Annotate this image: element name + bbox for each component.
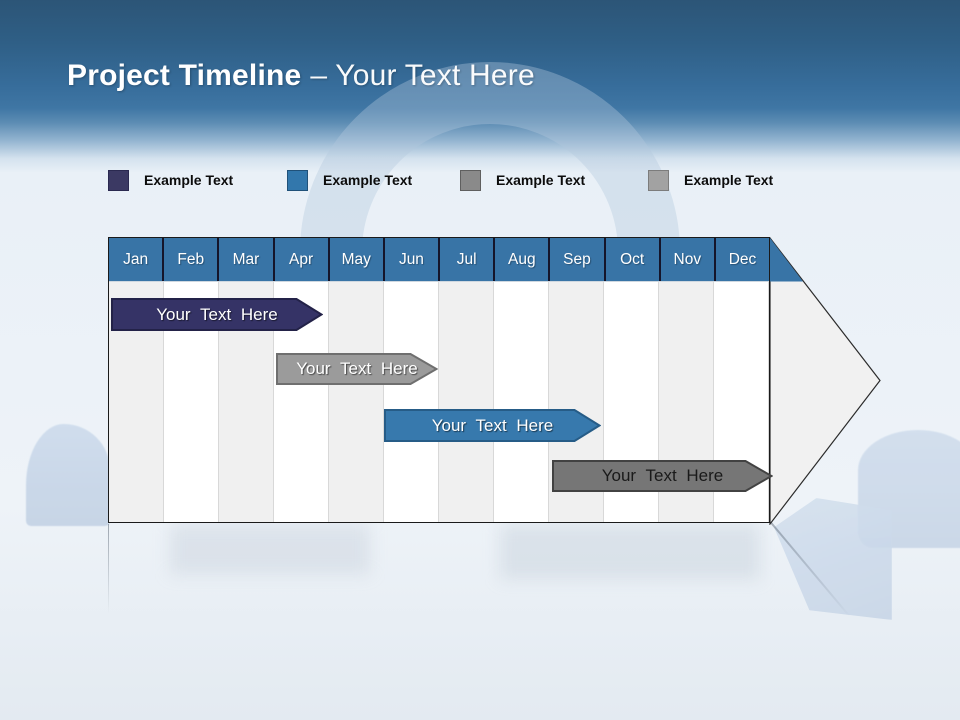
legend-label: Example Text — [684, 172, 774, 188]
arrow-head-body — [769, 237, 881, 525]
legend-item: Example Text — [460, 169, 585, 191]
timeline-bar: Your Text Here — [552, 460, 773, 492]
title-main: Project Timeline — [67, 59, 302, 92]
timeline-bar: Your Text Here — [276, 353, 438, 385]
month-cell: Dec — [713, 238, 769, 281]
legend-swatch — [648, 169, 669, 191]
legend-swatch — [460, 169, 481, 191]
title-subtitle: – Your Text Here — [310, 59, 535, 92]
timeline-column — [384, 282, 439, 522]
legend-label: Example Text — [496, 172, 586, 188]
table-reflection-right-decoration — [500, 524, 760, 579]
legend-item: Example Text — [287, 169, 412, 191]
arrow-head-header-fill — [770, 238, 803, 282]
bar-arrow-shape — [111, 298, 323, 331]
legend-label: Example Text — [144, 172, 234, 188]
legend-label: Example Text — [323, 172, 413, 188]
month-cell: Nov — [658, 238, 714, 281]
table-edge-reflection-line — [108, 524, 109, 614]
bar-label: Your Text Here — [431, 415, 554, 435]
background-pie-slice-left-decoration — [26, 424, 110, 526]
legend-swatch — [108, 169, 129, 191]
bar-label: Your Text Here — [156, 304, 278, 324]
timeline-arrow-head — [769, 237, 881, 525]
legend-item: Example Text — [648, 169, 773, 191]
month-cell: Apr — [272, 238, 328, 281]
timeline-body: Your Text Here Your Text Here Your Text … — [109, 282, 773, 522]
timeline-bar: Your Text Here — [111, 298, 323, 331]
month-cell: Sep — [548, 238, 603, 281]
timeline-column — [439, 282, 494, 522]
month-cell: Jan — [123, 250, 149, 268]
bar-label: Your Text Here — [601, 466, 724, 485]
month-header-row: Jan Feb Mar Apr May Jun Jul Aug Sep Oct … — [109, 238, 769, 282]
timeline-column — [494, 282, 549, 522]
month-cell: Jun — [382, 238, 438, 281]
month-cell: May — [327, 238, 383, 281]
bar-arrow-shape — [552, 460, 773, 492]
bar-arrow-shape — [276, 353, 438, 385]
timeline-column — [329, 282, 384, 522]
table-reflection-left-decoration — [170, 524, 370, 574]
month-cell: Feb — [162, 238, 217, 281]
bar-arrow-shape — [384, 409, 601, 442]
legend-swatch — [287, 169, 308, 191]
month-cell: Jul — [438, 238, 493, 281]
legend-item: Example Text — [108, 169, 233, 191]
timeline-bar: Your Text Here — [384, 409, 601, 442]
month-cell: Mar — [217, 238, 272, 281]
page-title: Project Timeline– Your Text Here — [67, 59, 535, 93]
bar-label: Your Text Here — [296, 359, 418, 378]
arrow-edge-reflection-line — [770, 521, 852, 618]
month-cell: Oct — [603, 238, 659, 281]
month-cell: Aug — [493, 238, 548, 281]
timeline-table: Jan Feb Mar Apr May Jun Jul Aug Sep Oct … — [108, 237, 773, 523]
